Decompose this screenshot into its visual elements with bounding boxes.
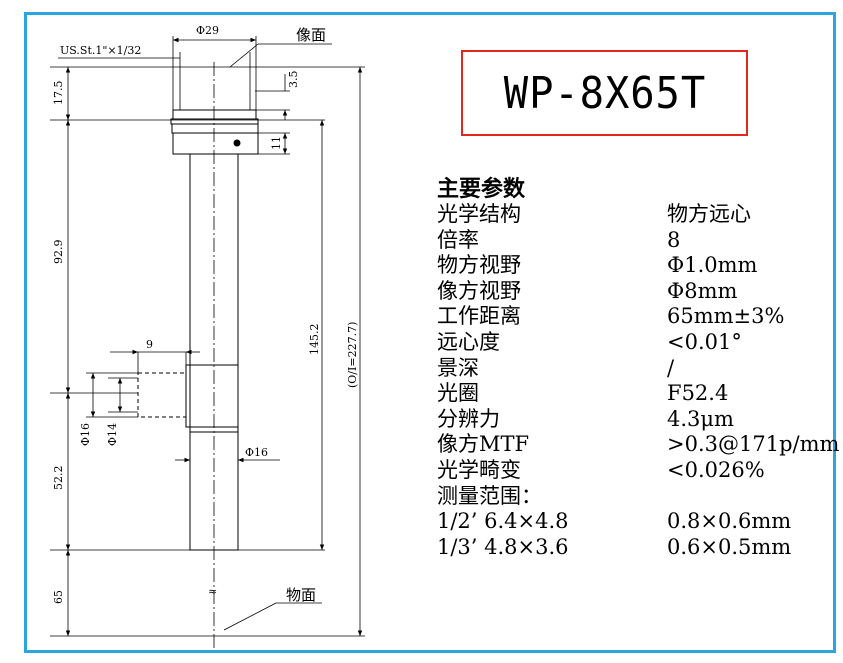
object-plane-label: 物面	[286, 586, 316, 604]
range-title: 测量范围：	[437, 483, 542, 508]
image-plane-label: 像面	[296, 26, 326, 44]
param-value: Φ1.0mm	[667, 253, 758, 278]
param-row: 景深 /	[437, 356, 837, 382]
thread-label: US.St.1"×1/32	[60, 44, 141, 57]
param-row: 光学结构 物方远心	[437, 202, 837, 228]
dim-d14-port: Φ14	[106, 423, 119, 446]
param-label: 分辨力	[437, 406, 500, 431]
dim-92-9: 92.9	[52, 240, 65, 265]
mount-ring	[172, 109, 257, 120]
mount-flange	[171, 123, 259, 134]
dim-d16-tube: Φ16	[245, 446, 268, 459]
param-value: <0.026%	[667, 457, 765, 482]
parameters-panel: 主要参数 光学结构 物方远心 倍率 8 物方视野 Φ1.0mm 像方视野 Φ8m…	[437, 177, 840, 561]
dim-total: (O/I=227.7)	[346, 322, 359, 388]
range-value: 0.6×0.5mm	[667, 534, 792, 559]
param-label: 景深	[437, 355, 479, 380]
body-collar	[172, 132, 259, 155]
param-label: 光学结构	[437, 202, 521, 226]
model-box: WP-8X65T	[461, 50, 748, 136]
param-row: 光圈 F52.4	[437, 381, 837, 407]
page-frame	[24, 12, 836, 653]
param-value: F52.4	[667, 381, 729, 406]
range-row: 1/3’ 4.8×3.6 0.6×0.5mm	[437, 535, 837, 561]
dim-w9: 9	[146, 338, 153, 351]
dim-d29: Φ29	[196, 24, 219, 37]
dim-3-5: 3.5	[287, 71, 300, 89]
side-port-block	[185, 364, 239, 428]
param-row: 倍率 8	[437, 228, 837, 254]
param-value: 65mm±3%	[667, 304, 785, 329]
dim-145-2: 145.2	[308, 324, 321, 356]
range-label: 1/2’ 6.4×4.8	[437, 509, 569, 534]
param-label: 工作距离	[437, 304, 521, 329]
side-port	[137, 372, 187, 418]
range-row: 1/2’ 6.4×4.8 0.8×0.6mm	[437, 509, 837, 535]
param-label: 光学畸变	[437, 457, 521, 482]
param-value: 8	[667, 227, 681, 252]
param-value: 物方远心	[667, 202, 751, 226]
dim-65: 65	[52, 590, 65, 604]
param-label: 倍率	[437, 227, 479, 252]
param-value: 4.3μm	[667, 406, 734, 431]
set-screw	[233, 139, 241, 147]
dim-17-5: 17.5	[52, 81, 65, 106]
parameters-heading: 主要参数	[437, 177, 526, 202]
param-row: 像方视野 Φ8mm	[437, 279, 837, 305]
dim-52-2: 52.2	[52, 466, 65, 491]
range-value: 0.8×0.6mm	[667, 509, 792, 534]
param-value: Φ8mm	[667, 278, 738, 303]
param-row: 物方视野 Φ1.0mm	[437, 253, 837, 279]
param-label: 物方视野	[437, 253, 521, 278]
param-label: 远心度	[437, 329, 500, 354]
param-value: <0.01°	[667, 329, 742, 354]
param-row: 工作距离 65mm±3%	[437, 304, 837, 330]
dim-d16-port: Φ16	[79, 423, 92, 446]
param-label: 光圈	[437, 381, 479, 406]
param-label: 像方视野	[437, 278, 521, 303]
param-row: 远心度 <0.01°	[437, 330, 837, 356]
param-row: 光学畸变 <0.026%	[437, 458, 837, 484]
model-name: WP-8X65T	[503, 67, 706, 119]
range-label: 1/3’ 4.8×3.6	[437, 534, 569, 559]
param-row: 分辨力 4.3μm	[437, 407, 837, 433]
break-mark: ≈	[208, 585, 217, 598]
dim-11: 11	[270, 136, 283, 150]
param-row: 像方MTF >0.3@171p/mm	[437, 432, 840, 458]
param-value: >0.3@171p/mm	[667, 432, 840, 457]
param-label: 像方MTF	[437, 432, 530, 457]
param-value: /	[667, 355, 675, 380]
